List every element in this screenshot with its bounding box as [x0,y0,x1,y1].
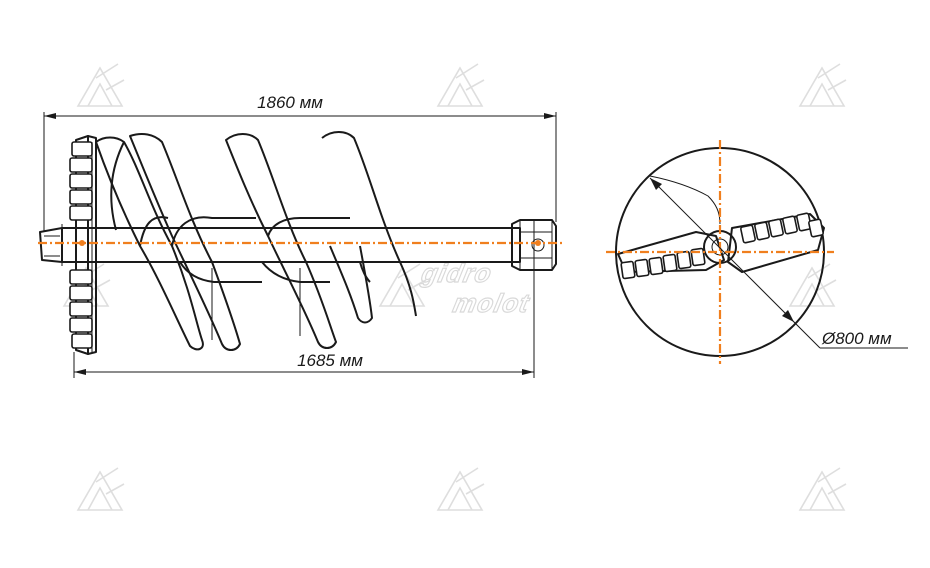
working-length-label: 1685 мм [297,351,363,370]
cutting-head [69,135,97,355]
diameter-label: Ø800 мм [821,329,892,348]
auger-end-view: Ø800 мм [606,140,908,364]
auger-side-view [38,131,562,355]
hex-drive-end [511,219,557,271]
watermark-logo-icon [799,467,847,511]
watermark-logo-icon [77,63,125,107]
end-view-teeth-left [620,247,706,280]
cutting-teeth [69,141,93,349]
dimension-working-length: 1685 мм [73,268,535,378]
watermark-logo-icon [437,467,485,511]
watermark-logo-icon [77,467,125,511]
end-view-teeth-right [740,212,824,244]
auger-flights [95,131,417,351]
total-length-label: 1860 мм [257,93,323,112]
axis-marker [79,240,85,246]
watermark-logo-icon [437,63,485,107]
watermark-brand-line2: molot [450,288,532,318]
watermark-logo-icon [799,63,847,107]
dimension-total-length: 1860 мм [43,93,557,232]
axis-marker [535,240,541,246]
